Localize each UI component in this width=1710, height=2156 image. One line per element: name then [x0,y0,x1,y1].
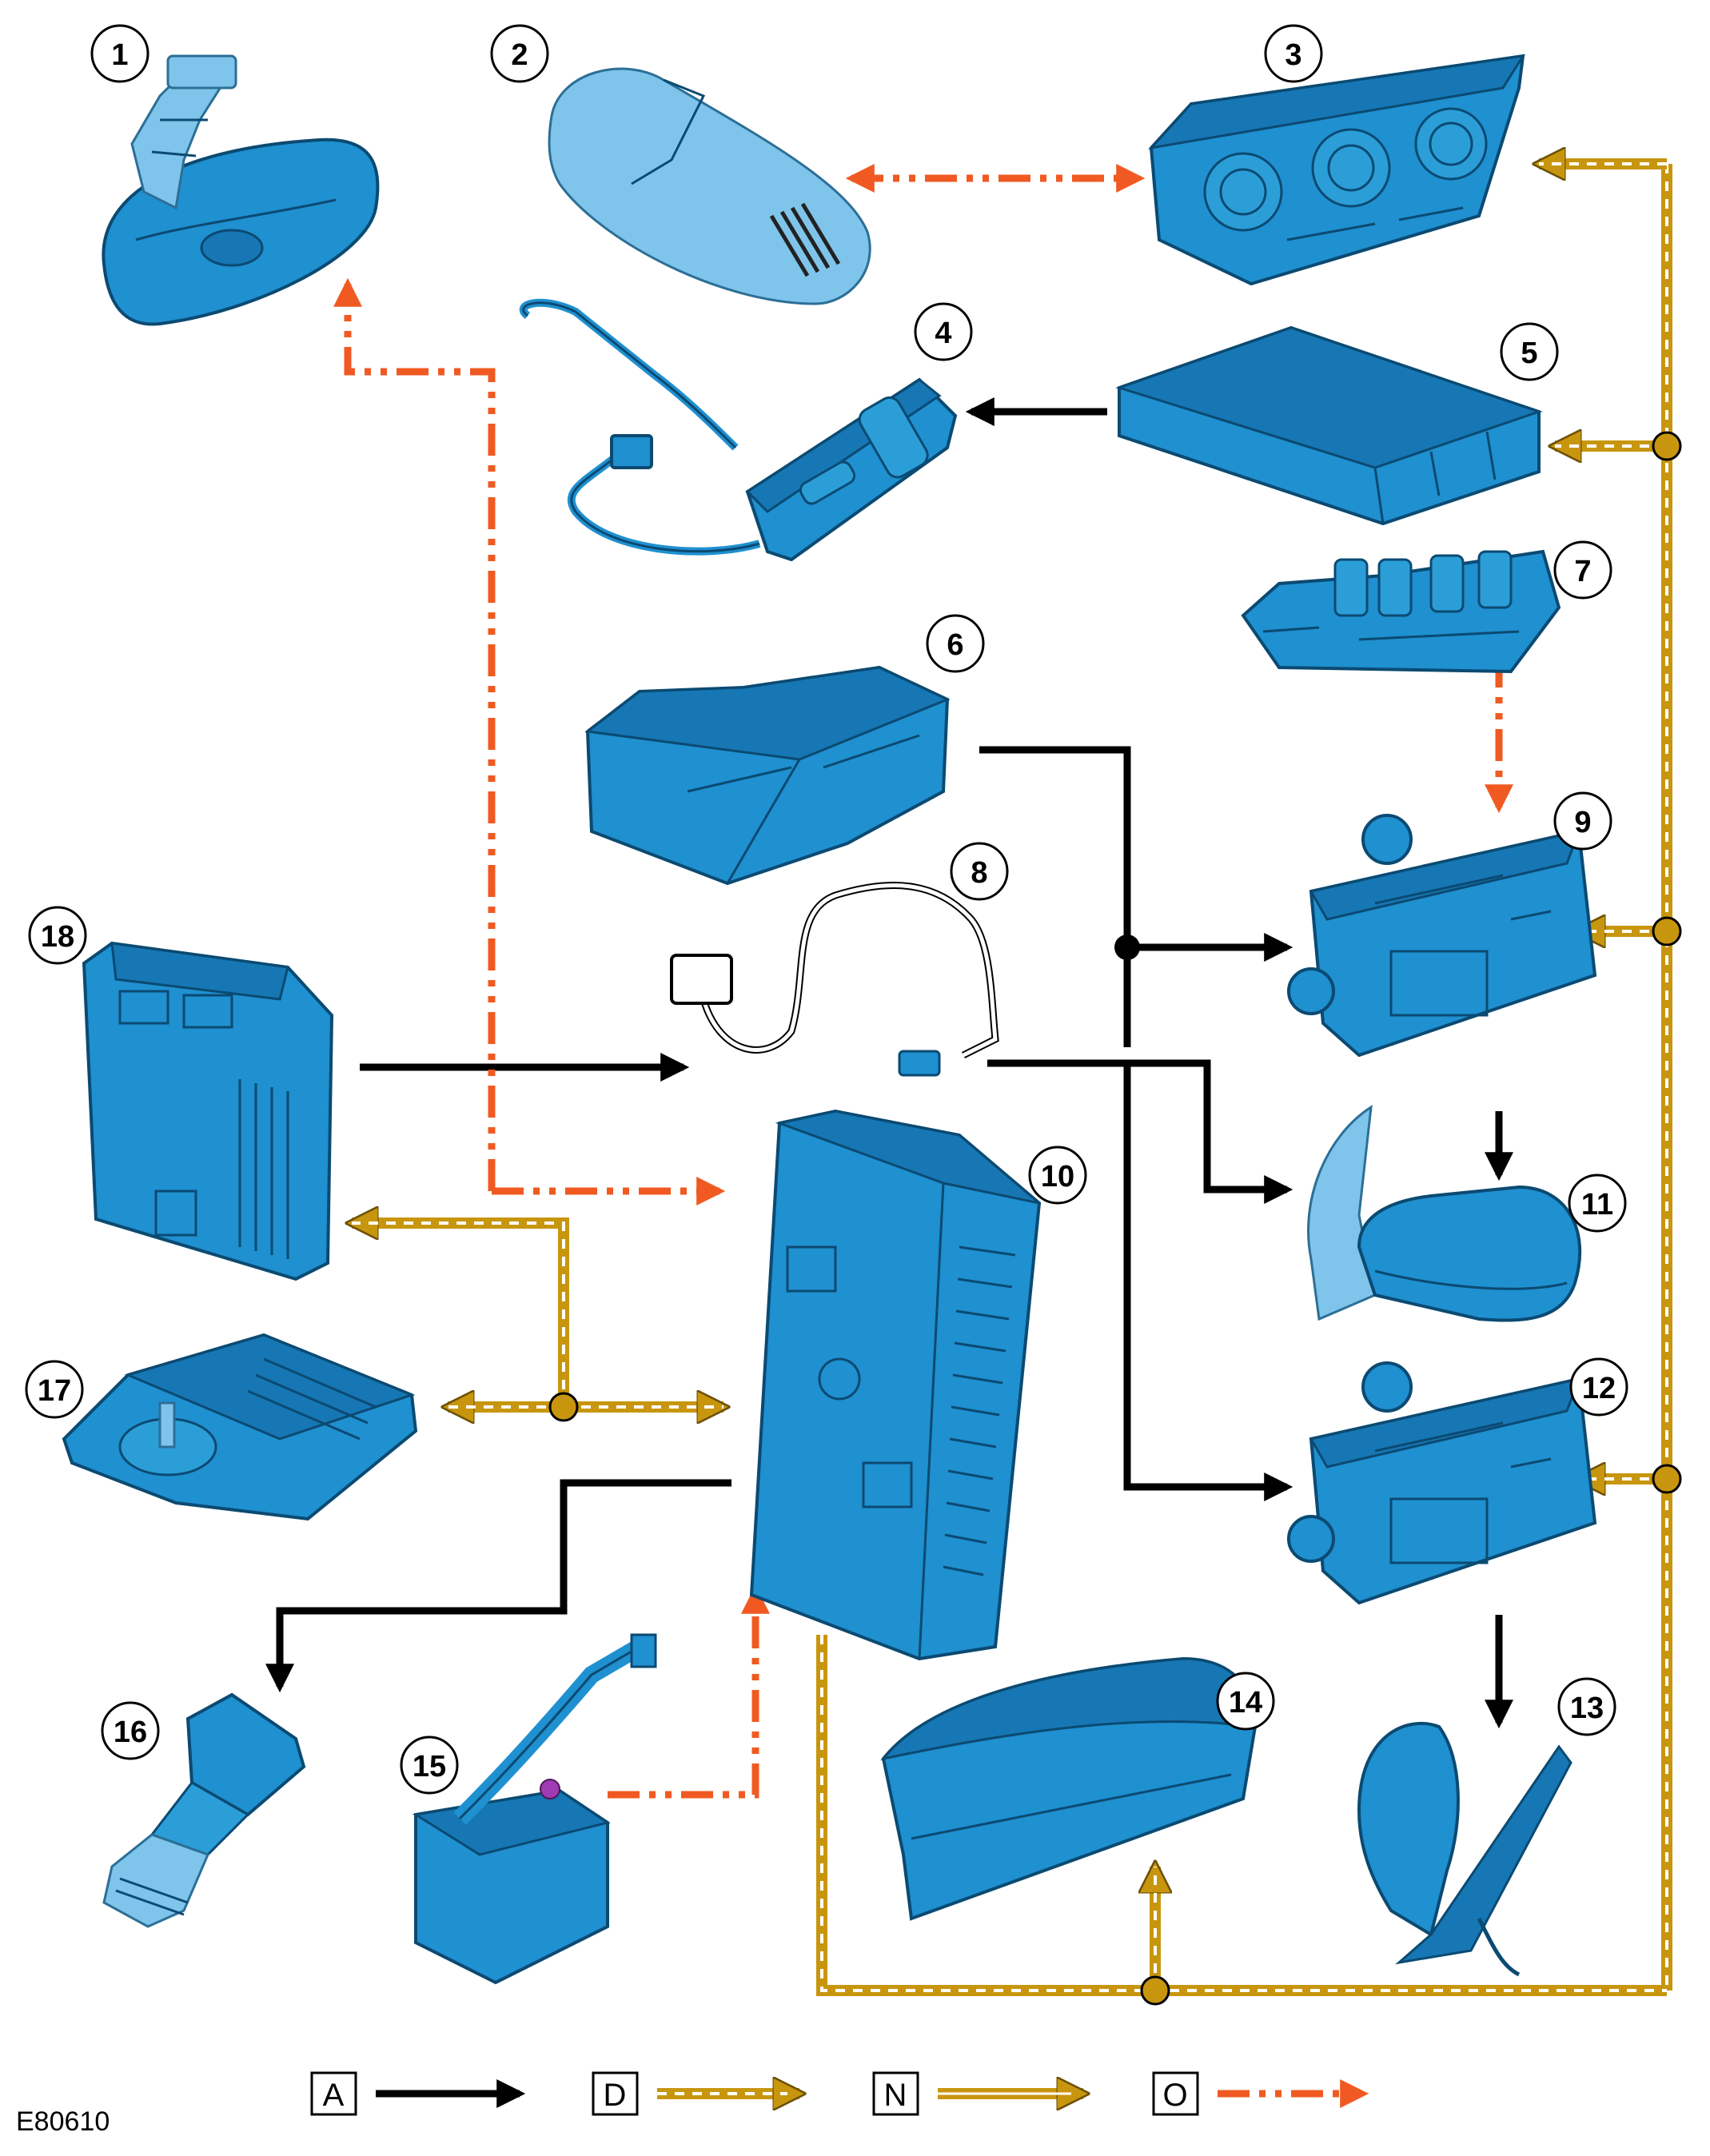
junction-node [1114,935,1140,960]
legend-item-n: N [872,2071,1083,2116]
callout-7: 7 [1553,540,1612,600]
callout-11: 11 [1568,1174,1627,1233]
legend-key-a: A [323,2078,345,2113]
component-7 [1241,549,1561,674]
legend-key-n: N [884,2078,907,2113]
callout-13: 13 [1557,1677,1616,1736]
callout-13-label: 13 [1570,1692,1604,1725]
callout-9: 9 [1553,791,1612,851]
legend-key-d: D [604,2078,627,2113]
callout-2: 2 [490,24,549,83]
legend-key-o: O [1162,2078,1187,2113]
callout-18-label: 18 [41,920,74,954]
legend-item-a: A [310,2071,526,2116]
callout-1-label: 1 [111,38,128,72]
callout-17-label: 17 [38,1374,71,1408]
component-12 [1287,1361,1597,1605]
component-3 [1147,54,1525,286]
callout-14-label: 14 [1229,1686,1262,1720]
callout-14: 14 [1216,1672,1275,1731]
callout-3: 3 [1264,24,1323,83]
component-6 [584,665,951,886]
callout-16: 16 [101,1701,160,1760]
black-lines [265,397,1513,1729]
callout-17: 17 [25,1360,84,1419]
component-11 [1307,1105,1582,1322]
callout-15: 15 [400,1736,459,1795]
component-1 [102,54,380,326]
callout-8-label: 8 [971,856,987,890]
callout-4: 4 [914,302,973,361]
callout-3-label: 3 [1285,38,1301,72]
callout-5-label: 5 [1521,337,1537,370]
component-13 [1357,1722,1572,1977]
callout-18: 18 [28,906,87,965]
component-14 [880,1656,1258,1921]
callout-10-label: 10 [1041,1160,1074,1194]
callout-6-label: 6 [947,628,963,662]
orange-lines [333,164,1513,1799]
callout-10: 10 [1028,1146,1087,1205]
callout-12-label: 12 [1582,1372,1616,1405]
component-4 [519,298,958,562]
legend-item-o: O [1152,2071,1369,2116]
component-8 [670,882,999,1077]
callout-16-label: 16 [114,1716,147,1749]
callout-2-label: 2 [511,38,528,72]
gold-nodes [548,431,1682,2006]
figure-reference: E80610 [16,2106,110,2137]
component-18 [82,941,334,1281]
component-5 [1115,325,1543,526]
callout-1: 1 [90,24,149,83]
callout-6: 6 [926,614,985,673]
legend-item-d: D [592,2071,799,2116]
component-17 [62,1333,418,1521]
component-15 [412,1633,657,1985]
callout-12: 12 [1569,1357,1628,1417]
callout-7-label: 7 [1574,555,1591,588]
callout-11-label: 11 [1581,1188,1613,1221]
callout-4-label: 4 [935,317,951,350]
callout-8: 8 [950,842,1009,901]
callout-15-label: 15 [413,1750,446,1783]
component-2 [548,67,871,305]
callout-9-label: 9 [1574,806,1591,839]
callout-5: 5 [1500,322,1559,381]
component-16 [102,1692,306,1928]
component-10 [749,1109,1042,1661]
component-9 [1287,814,1597,1058]
legend: A D N O [310,2071,1369,2116]
